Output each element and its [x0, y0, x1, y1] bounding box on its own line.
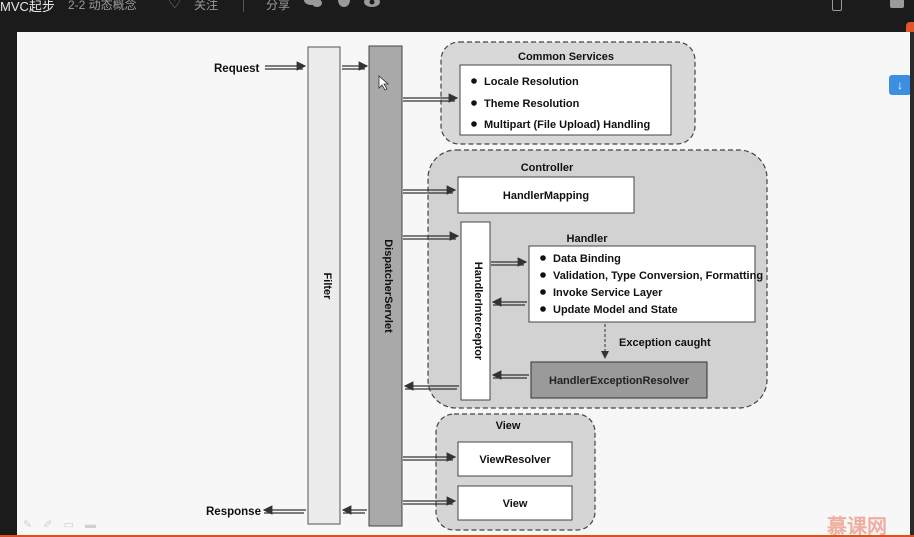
common-service-item: Theme Resolution [484, 98, 580, 110]
top-bar: MVC起步 2-2 动态概念 ♡ 关注 分享 [0, 0, 914, 32]
bullet-icon [471, 78, 477, 84]
bullet-icon [540, 289, 546, 295]
view-resolver-box [457, 441, 573, 477]
heart-icon[interactable]: ♡ [168, 0, 182, 12]
handler-interceptor-box [460, 221, 491, 401]
bullet-icon [471, 121, 477, 127]
right-margin [910, 32, 914, 537]
common-services-box [459, 64, 672, 136]
handler-item: Validation, Type Conversion, Formatting [553, 270, 763, 282]
left-margin [0, 32, 17, 537]
bullet-icon [471, 100, 477, 106]
exception-caught-label: Exception caught [619, 337, 711, 349]
handler-interceptor-label: HandlerInterceptor [472, 262, 484, 361]
share-label: 分享 [266, 0, 291, 12]
handler-box [528, 245, 756, 323]
bullet-icon [540, 272, 546, 278]
player-tool-icons[interactable]: ✎ ✐ ▭ ▬ [23, 519, 100, 531]
request-label: Request [214, 63, 260, 75]
handler-item: Data Binding [553, 253, 621, 265]
filter-column [307, 46, 341, 525]
common-service-item: Multipart (File Upload) Handling [484, 119, 650, 131]
mouse-cursor-icon [378, 75, 390, 91]
handler-item: Invoke Service Layer [553, 287, 663, 299]
weibo-icon[interactable] [364, 0, 382, 8]
dispatcher-servlet-column [368, 45, 403, 527]
common-services-title: Common Services [518, 51, 614, 63]
handler-mapping-label: HandlerMapping [503, 190, 589, 202]
lesson-title: 2-2 动态概念 [68, 0, 137, 12]
exception-resolver-box [530, 361, 708, 399]
video-slide: Common Services Locale Resolution Theme … [17, 32, 910, 535]
dispatcher-servlet-label: DispatcherServlet [382, 239, 394, 333]
exception-resolver-label: HandlerExceptionResolver [549, 375, 690, 387]
handler-mapping-box [457, 176, 635, 214]
handler-item: Update Model and State [553, 304, 678, 316]
bell-icon[interactable] [890, 0, 904, 8]
view-label: View [503, 498, 528, 510]
download-icon[interactable]: ↓ [889, 75, 910, 95]
response-label: Response [206, 506, 261, 518]
follow-button[interactable]: 关注 [194, 0, 219, 12]
filter-label: Filter [321, 273, 333, 301]
flow-arrows [262, 61, 529, 515]
controller-title: Controller [521, 162, 574, 174]
wechat-icon[interactable] [304, 0, 322, 8]
view-box [457, 485, 573, 521]
common-service-item: Locale Resolution [484, 76, 579, 88]
course-title[interactable]: MVC起步 [0, 0, 55, 14]
bullet-icon [540, 255, 546, 261]
progress-bar[interactable] [0, 535, 914, 537]
handler-title: Handler [567, 233, 609, 245]
imooc-logo: 慕课网 [827, 516, 887, 535]
view-group-title: View [496, 420, 521, 432]
qq-icon[interactable] [335, 0, 353, 8]
divider [243, 0, 244, 12]
mvc-diagram: Common Services Locale Resolution Theme … [206, 41, 768, 531]
bullet-icon [540, 306, 546, 312]
phone-icon[interactable] [832, 0, 842, 11]
view-resolver-label: ViewResolver [479, 454, 551, 466]
